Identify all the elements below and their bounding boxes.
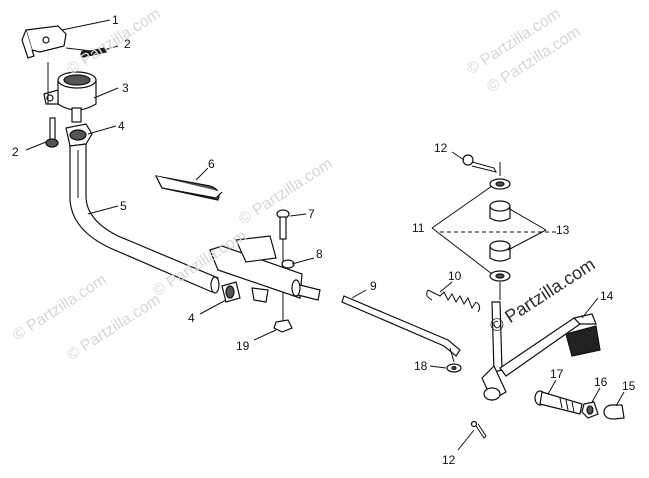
pivot-bolt-part: [534, 390, 583, 415]
clamp-part-lower: [221, 281, 241, 303]
callout-6: 6: [208, 157, 215, 171]
washer-part: [446, 363, 462, 373]
callout-2-upper: 2: [124, 37, 131, 51]
callout-4-upper: 4: [118, 119, 125, 133]
callout-12-upper: 12: [434, 141, 448, 155]
callout-14: 14: [600, 289, 614, 303]
cotter-pin-part-lower: [470, 420, 487, 439]
callout-4-lower: 4: [188, 311, 195, 325]
callout-11: 11: [412, 221, 425, 235]
callout-5: 5: [120, 199, 127, 213]
reservoir-part: [43, 62, 97, 123]
callout-1: 1: [112, 13, 119, 27]
master-cylinder-part: [209, 235, 321, 303]
spring-part: [426, 289, 481, 313]
callout-15: 15: [622, 379, 636, 393]
leader-lines: [25, 19, 625, 451]
bracket-part: [21, 25, 67, 59]
callout-12-lower: 12: [442, 453, 456, 467]
callout-17: 17: [550, 367, 564, 381]
hose-part: [69, 143, 220, 294]
callout-19: 19: [236, 339, 250, 353]
callout-2-lower: 2: [12, 145, 19, 159]
nut-part: [273, 319, 293, 333]
callout-7: 7: [308, 207, 315, 221]
callout-13: 13: [556, 223, 570, 237]
cotter-pin-part-upper: [462, 154, 497, 173]
bushing-stack-part: [440, 162, 560, 300]
callout-labels: 1 2 3 4 2 6 5 7 8 9 4 19 10 12 11 13 14 …: [12, 13, 636, 467]
callout-3: 3: [122, 81, 129, 95]
callout-8: 8: [316, 247, 323, 261]
screw-part-lower: [45, 117, 59, 148]
clamp-part-upper: [65, 123, 93, 147]
callout-9: 9: [370, 279, 377, 293]
callout-18: 18: [414, 359, 428, 373]
sleeve-part: [154, 175, 223, 201]
lock-nut-part: [581, 401, 599, 419]
push-rod-part: [341, 295, 461, 363]
brake-pedal-part: [481, 301, 601, 401]
callout-10: 10: [448, 269, 462, 283]
cap-part: [603, 404, 625, 420]
callout-16: 16: [594, 375, 608, 389]
